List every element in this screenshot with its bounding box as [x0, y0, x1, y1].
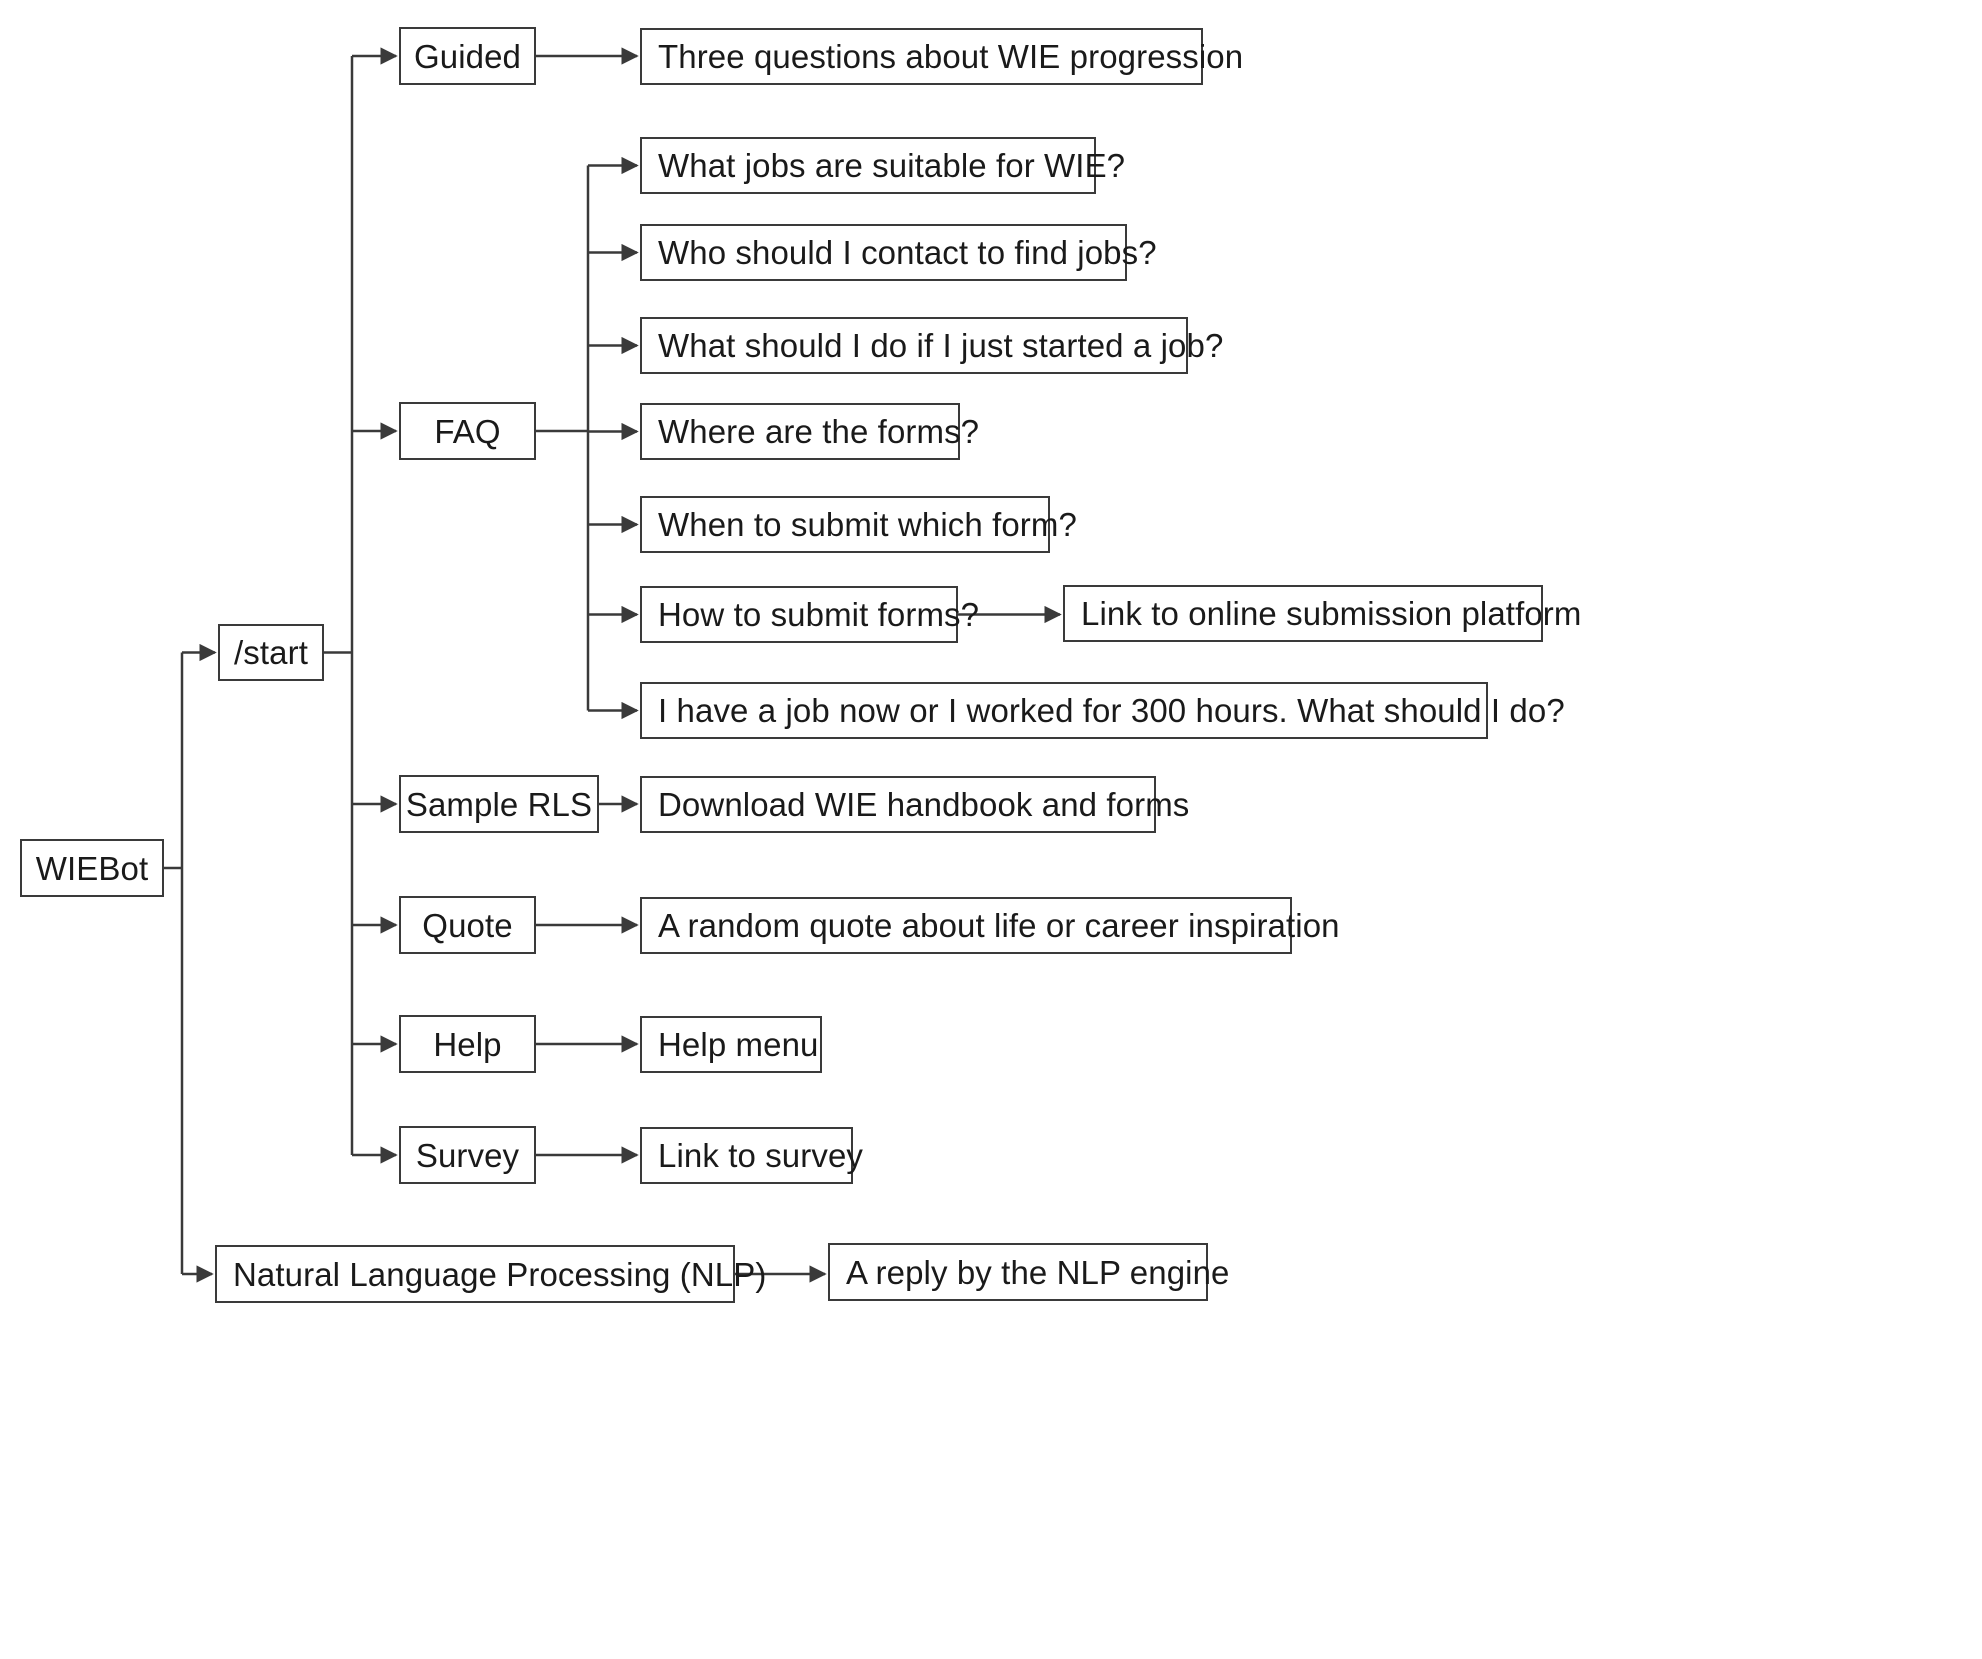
node-faq_q2[interactable]: Who should I contact to find jobs?: [640, 224, 1157, 281]
node-label-faq: FAQ: [434, 412, 501, 450]
node-faq_q4[interactable]: Where are the forms?: [640, 403, 979, 460]
node-faq_q6[interactable]: How to submit forms?: [640, 586, 979, 643]
node-label-guided_a: Three questions about WIE progression: [658, 38, 1244, 75]
node-label-nlp_reply: A reply by the NLP engine: [846, 1253, 1230, 1291]
node-faq[interactable]: FAQ: [399, 402, 536, 460]
node-faq_q1[interactable]: What jobs are suitable for WIE?: [640, 137, 1125, 194]
node-start[interactable]: /start: [218, 624, 324, 681]
node-label-survey_a: Link to survey: [658, 1137, 863, 1174]
node-faq_q5[interactable]: When to submit which form?: [640, 496, 1077, 553]
node-guided_a[interactable]: Three questions about WIE progression: [640, 28, 1243, 85]
node-label-faq_q2: Who should I contact to find jobs?: [658, 234, 1157, 271]
node-label-help_a: Help menu: [658, 1026, 819, 1063]
node-label-quote: Quote: [422, 906, 513, 944]
node-label-faq_q4: Where are the forms?: [658, 413, 980, 450]
node-survey[interactable]: Survey: [399, 1126, 536, 1184]
node-help_a[interactable]: Help menu: [640, 1016, 822, 1073]
node-label-guided: Guided: [413, 37, 521, 75]
node-help[interactable]: Help: [399, 1015, 536, 1073]
node-label-faq_q1: What jobs are suitable for WIE?: [658, 147, 1126, 184]
node-label-faq_q7: I have a job now or I worked for 300 hou…: [658, 692, 1565, 729]
node-label-faq_q5: When to submit which form?: [658, 506, 1077, 543]
node-survey_a[interactable]: Link to survey: [640, 1127, 863, 1184]
node-label-faq_q6_a: Link to online submission platform: [1081, 595, 1582, 632]
node-sample_a[interactable]: Download WIE handbook and forms: [640, 776, 1189, 833]
node-guided[interactable]: Guided: [399, 27, 536, 85]
node-label-wiebot: WIEBot: [35, 849, 149, 887]
node-quote[interactable]: Quote: [399, 896, 536, 954]
node-sample[interactable]: Sample RLS: [399, 775, 599, 833]
node-faq_q6_a[interactable]: Link to online submission platform: [1063, 585, 1581, 642]
node-label-faq_q6: How to submit forms?: [658, 596, 980, 633]
node-nlp_reply[interactable]: A reply by the NLP engine: [828, 1243, 1229, 1301]
node-label-survey: Survey: [415, 1136, 520, 1174]
node-label-sample: Sample RLS: [405, 785, 593, 823]
node-label-sample_a: Download WIE handbook and forms: [658, 786, 1190, 823]
node-label-faq_q3: What should I do if I just started a job…: [658, 327, 1224, 364]
node-faq_q7[interactable]: I have a job now or I worked for 300 hou…: [640, 682, 1565, 739]
node-label-quote_a: A random quote about life or career insp…: [658, 907, 1340, 944]
node-label-help: Help: [433, 1025, 502, 1063]
node-wiebot[interactable]: WIEBot: [20, 839, 164, 897]
node-quote_a[interactable]: A random quote about life or career insp…: [640, 897, 1340, 954]
node-faq_q3[interactable]: What should I do if I just started a job…: [640, 317, 1223, 374]
node-label-nlp: Natural Language Processing (NLP): [233, 1255, 767, 1293]
node-label-start: /start: [234, 634, 308, 671]
node-nlp[interactable]: Natural Language Processing (NLP): [215, 1245, 766, 1303]
